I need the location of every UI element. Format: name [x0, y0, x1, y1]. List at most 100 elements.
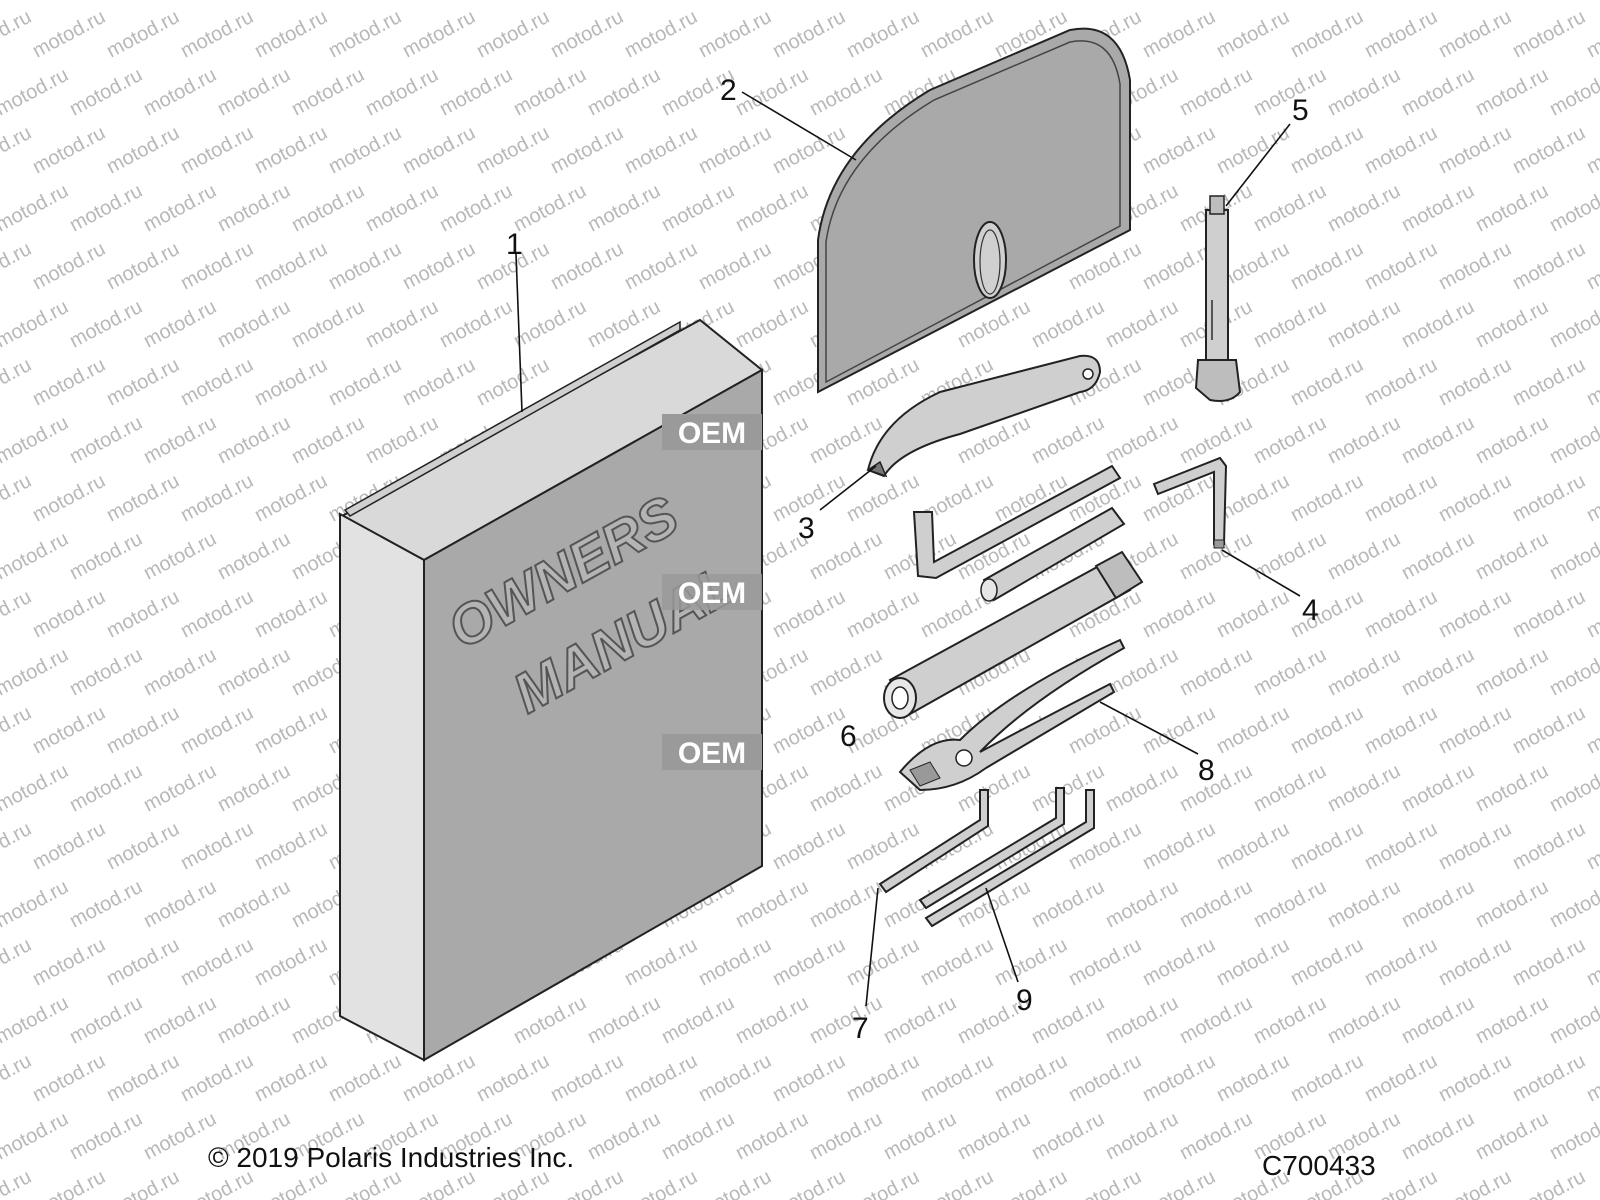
watermark-331: motod.ru: [1176, 760, 1256, 816]
watermark-458: motod.ru: [584, 1108, 664, 1164]
watermark-427: motod.ru: [0, 1050, 35, 1106]
watermark-474: motod.ru: [103, 1166, 183, 1200]
callout-2: 2: [720, 74, 737, 107]
watermark-445: motod.ru: [1287, 1050, 1367, 1106]
watermark-384: motod.ru: [103, 934, 183, 990]
watermark-0: motod.ru: [0, 0, 72, 4]
callout-8: 8: [1198, 754, 1215, 787]
watermark-268: motod.ru: [1509, 586, 1589, 642]
watermark-139: motod.ru: [288, 296, 368, 352]
watermark-142: motod.ru: [510, 296, 590, 352]
leader-4: [1221, 549, 1301, 597]
copyright-notice: © 2019 Polaris Industries Inc.: [208, 1142, 575, 1173]
watermark-227: motod.ru: [140, 528, 220, 584]
watermark-310: motod.ru: [1287, 702, 1367, 758]
watermark-318: motod.ru: [214, 760, 294, 816]
watermark-433: motod.ru: [399, 1050, 479, 1106]
watermark-85: motod.ru: [1287, 122, 1367, 178]
watermark-333: motod.ru: [1324, 760, 1404, 816]
watermark-375: motod.ru: [1102, 876, 1182, 932]
watermark-383: motod.ru: [29, 934, 109, 990]
watermark-50: motod.ru: [362, 64, 442, 120]
leader-9: [985, 887, 1019, 983]
watermark-413: motod.ru: [584, 992, 664, 1048]
watermark-295: motod.ru: [177, 702, 257, 758]
watermark-287: motod.ru: [1250, 644, 1330, 700]
watermark-176: motod.ru: [1361, 354, 1441, 410]
watermark-338: motod.ru: [29, 818, 109, 874]
watermark-14: motod.ru: [1028, 0, 1108, 4]
callout-9: 9: [1016, 984, 1033, 1017]
part-tool-pouch: [817, 27, 1131, 394]
watermark-421: motod.ru: [1176, 992, 1256, 1048]
watermark-138: motod.ru: [214, 296, 294, 352]
watermark-27: motod.ru: [325, 6, 405, 62]
watermark-88: motod.ru: [1509, 122, 1589, 178]
watermark-77: motod.ru: [695, 122, 775, 178]
watermark-181: motod.ru: [66, 412, 146, 468]
watermark-436: motod.ru: [621, 1050, 701, 1106]
watermark-198: motod.ru: [1324, 412, 1404, 468]
watermark-66: motod.ru: [1546, 64, 1600, 120]
watermark-378: motod.ru: [1324, 876, 1404, 932]
watermark-11: motod.ru: [806, 0, 886, 4]
watermark-273: motod.ru: [214, 644, 294, 700]
watermark-250: motod.ru: [177, 586, 257, 642]
watermark-471: motod.ru: [1546, 1108, 1600, 1164]
watermark-272: motod.ru: [140, 644, 220, 700]
watermark-121: motod.ru: [621, 238, 701, 294]
watermark-214: motod.ru: [843, 470, 923, 526]
watermark-244: motod.ru: [1398, 528, 1478, 584]
watermark-444: motod.ru: [1213, 1050, 1293, 1106]
watermark-67: motod.ru: [0, 122, 35, 178]
watermark-153: motod.ru: [1324, 296, 1404, 352]
watermark-363: motod.ru: [214, 876, 294, 932]
watermark-370: motod.ru: [732, 876, 812, 932]
watermark-150: motod.ru: [1102, 296, 1182, 352]
watermark-380: motod.ru: [1472, 876, 1552, 932]
watermark-236: motod.ru: [806, 528, 886, 584]
watermark-463: motod.ru: [954, 1108, 1034, 1164]
watermark-376: motod.ru: [1176, 876, 1256, 932]
part-spark-plug-wrench: [883, 550, 1144, 719]
watermark-405: motod.ru: [0, 992, 72, 1048]
watermark-225: motod.ru: [0, 528, 72, 584]
watermark-329: motod.ru: [1028, 760, 1108, 816]
watermark-425: motod.ru: [1472, 992, 1552, 1048]
watermark-438: motod.ru: [769, 1050, 849, 1106]
watermark-419: motod.ru: [1028, 992, 1108, 1048]
watermark-72: motod.ru: [325, 122, 405, 178]
watermark-465: motod.ru: [1102, 1108, 1182, 1164]
watermark-12: motod.ru: [880, 0, 960, 4]
watermark-35: motod.ru: [917, 6, 997, 62]
watermark-317: motod.ru: [140, 760, 220, 816]
watermark-440: motod.ru: [917, 1050, 997, 1106]
watermark-131: motod.ru: [1361, 238, 1441, 294]
watermark-195: motod.ru: [1102, 412, 1182, 468]
watermark-358: motod.ru: [1509, 818, 1589, 874]
watermark-84: motod.ru: [1213, 122, 1293, 178]
watermark-486: motod.ru: [991, 1166, 1071, 1200]
watermark-407: motod.ru: [140, 992, 220, 1048]
watermark-9: motod.ru: [658, 0, 738, 4]
watermark-100: motod.ru: [732, 180, 812, 236]
watermark-76: motod.ru: [621, 122, 701, 178]
watermark-316: motod.ru: [66, 760, 146, 816]
watermark-393: motod.ru: [769, 934, 849, 990]
watermark-309: motod.ru: [1213, 702, 1293, 758]
watermark-406: motod.ru: [66, 992, 146, 1048]
watermark-360: motod.ru: [0, 876, 72, 932]
watermark-134: motod.ru: [1583, 238, 1600, 294]
watermark-175: motod.ru: [1287, 354, 1367, 410]
watermark-122: motod.ru: [695, 238, 775, 294]
figure-id: C700433: [1262, 1150, 1376, 1181]
watermark-133: motod.ru: [1509, 238, 1589, 294]
watermark-95: motod.ru: [362, 180, 442, 236]
watermark-353: motod.ru: [1139, 818, 1219, 874]
watermark-83: motod.ru: [1139, 122, 1219, 178]
watermark-96: motod.ru: [436, 180, 516, 236]
leader-2: [741, 91, 857, 161]
watermark-341: motod.ru: [251, 818, 331, 874]
watermark-108: motod.ru: [1324, 180, 1404, 236]
watermark-205: motod.ru: [177, 470, 257, 526]
